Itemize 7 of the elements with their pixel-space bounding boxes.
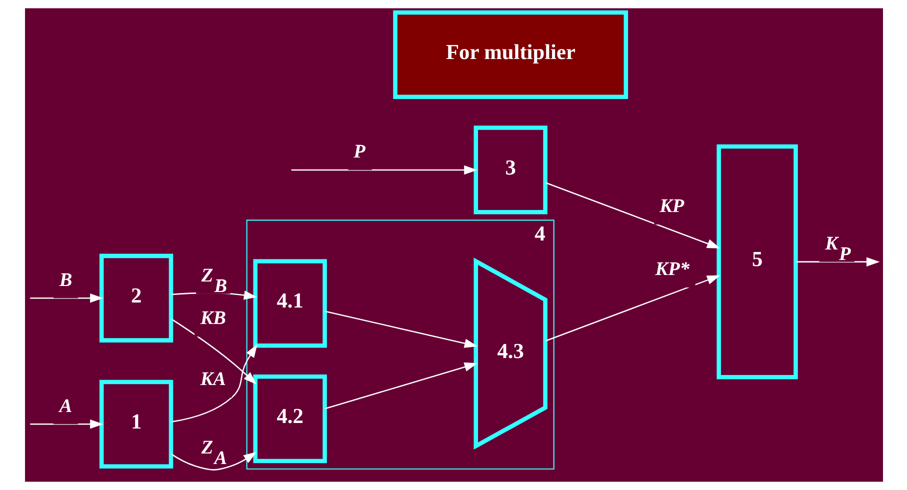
edge-label: B bbox=[58, 270, 72, 291]
edge-label: KP bbox=[659, 196, 684, 218]
edge-label: KP* bbox=[654, 259, 689, 280]
edge-label: KB bbox=[200, 308, 226, 330]
edge-label: A bbox=[58, 396, 72, 417]
edge-label: KA bbox=[200, 369, 226, 390]
edge-label: P bbox=[353, 142, 365, 163]
